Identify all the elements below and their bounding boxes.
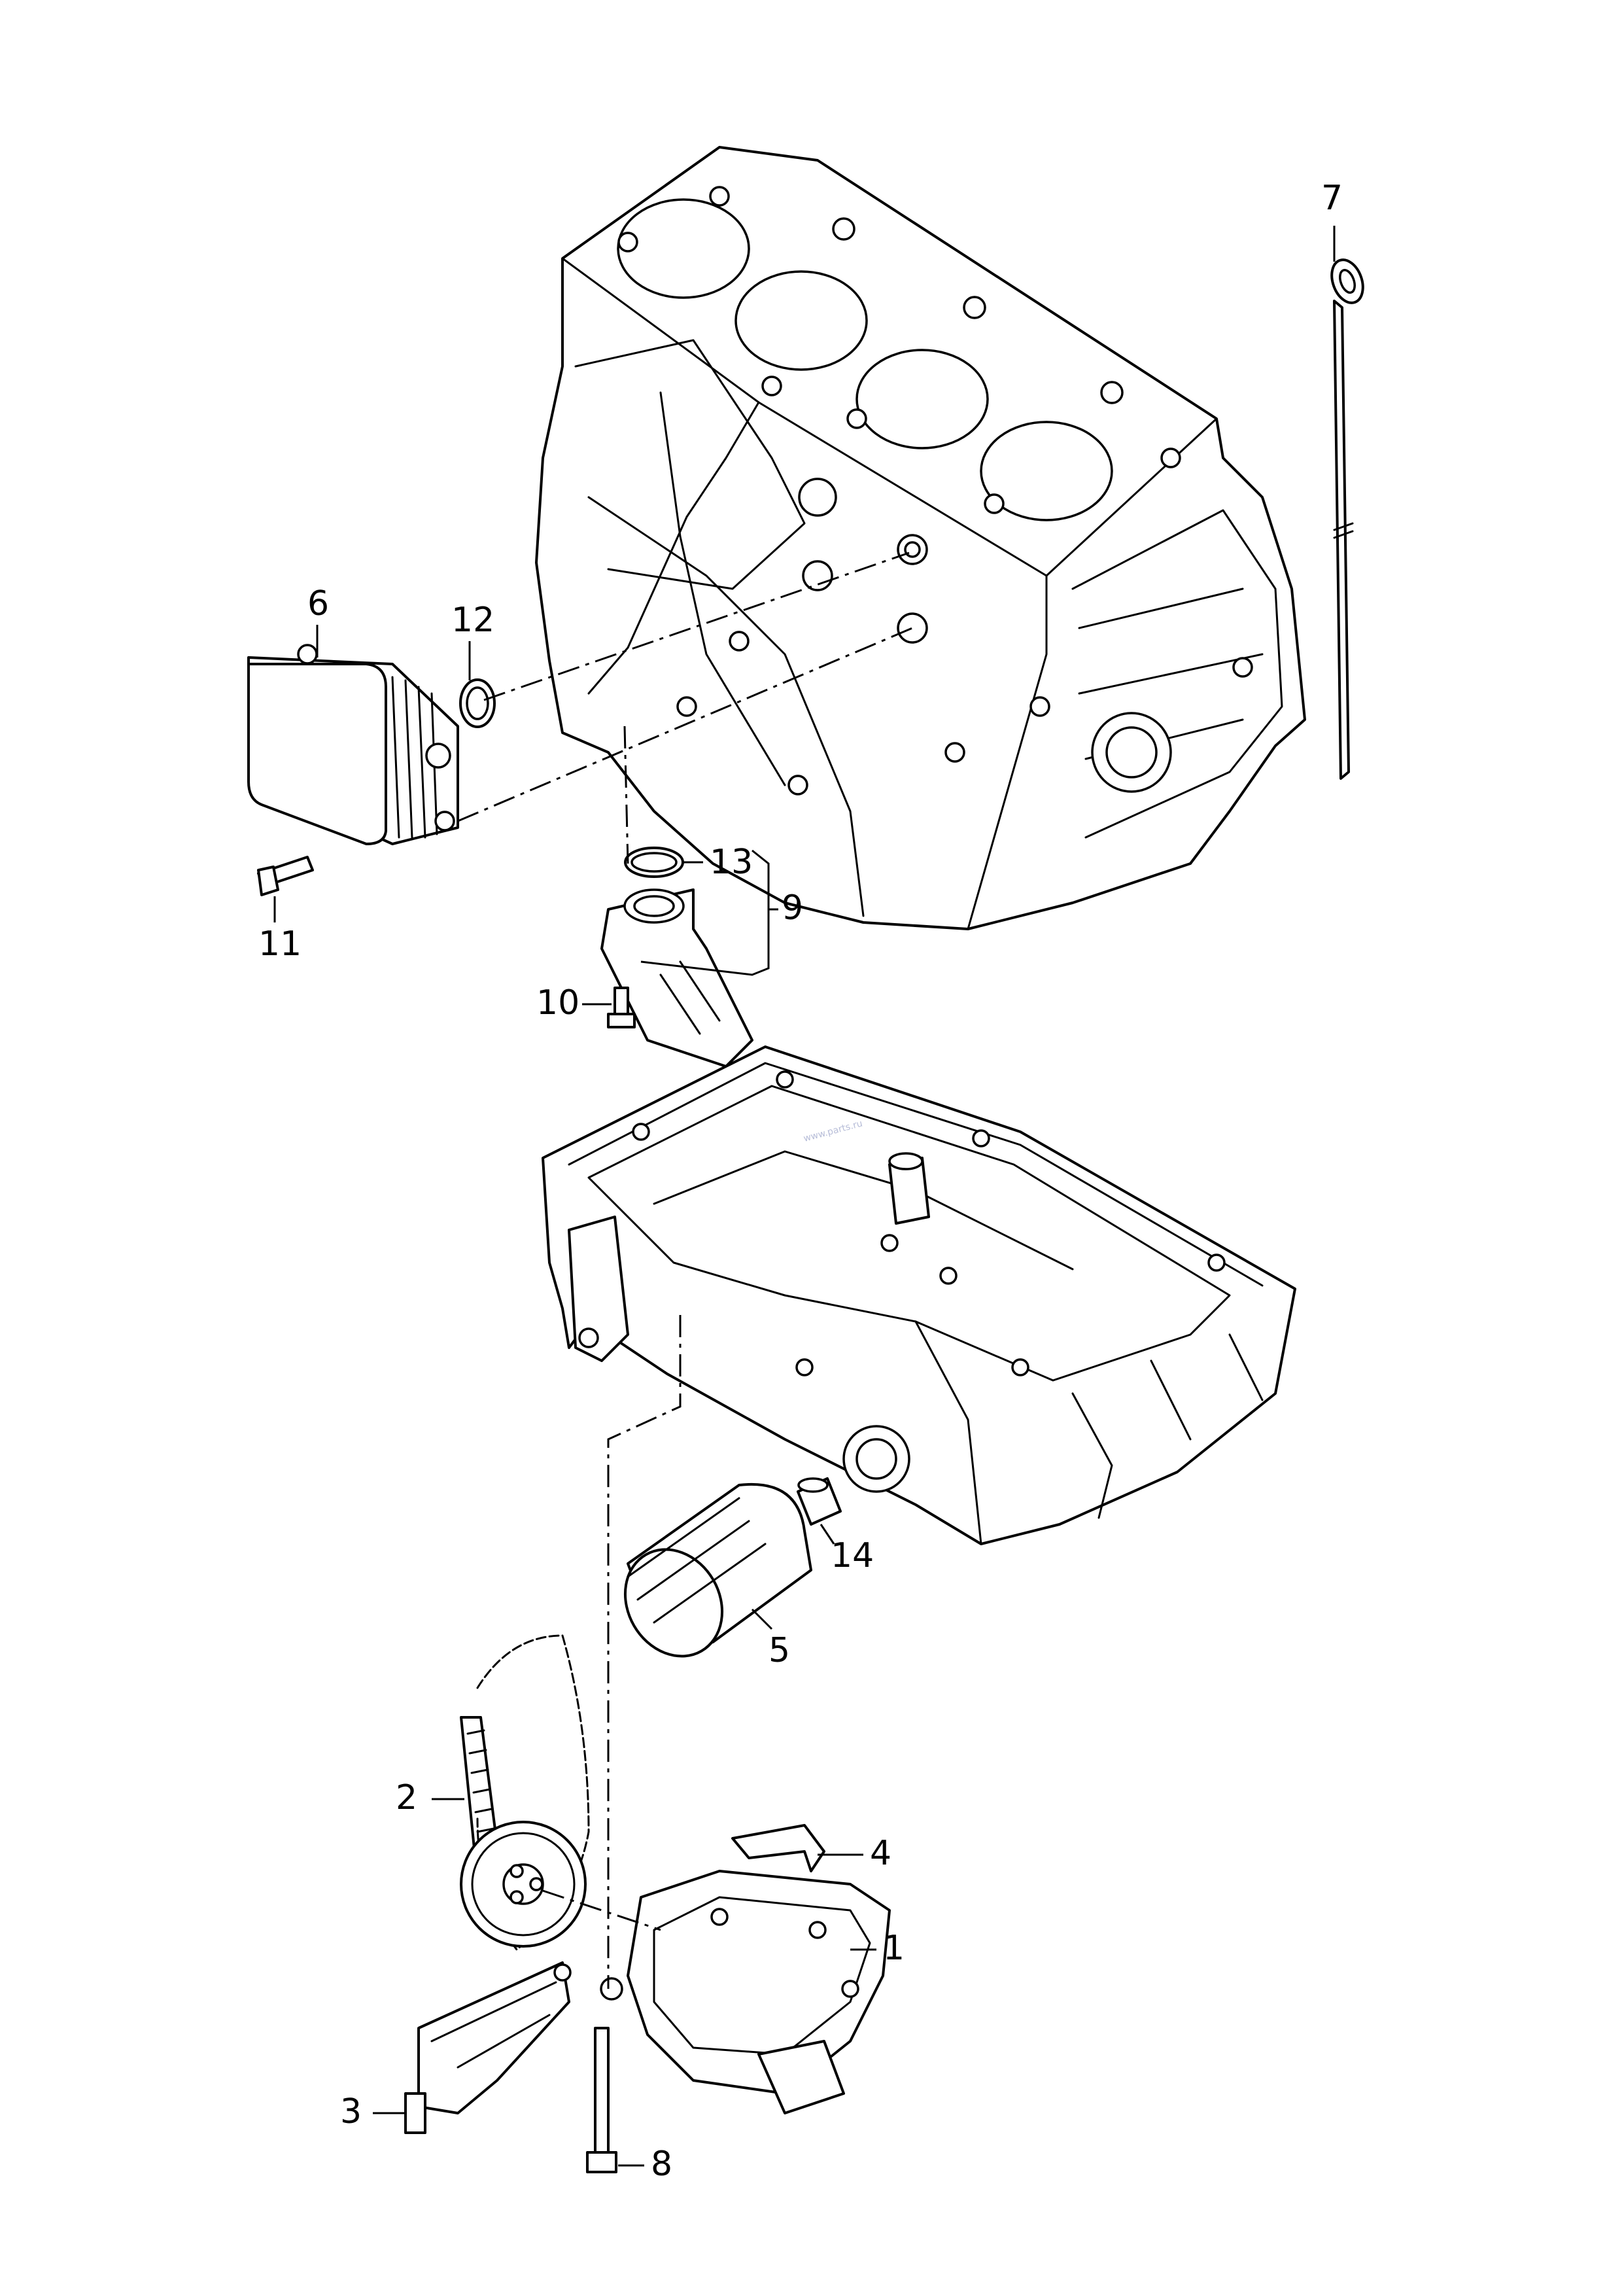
oil-filter <box>623 1482 812 1658</box>
oil-pickup-pipe <box>600 888 753 1068</box>
cover-bolt <box>404 2092 426 2134</box>
pickup-bolt <box>607 987 636 1028</box>
callout-3: 3 <box>340 2092 362 2131</box>
oil-cooler-seal <box>459 678 496 728</box>
leader-lines <box>273 226 1336 2167</box>
callout-12: 12 <box>451 601 494 640</box>
oil-cooler-bolt <box>257 856 314 896</box>
oil-cooler <box>247 644 459 845</box>
pump-clip <box>731 1824 825 1872</box>
callout-10: 10 <box>536 983 579 1023</box>
alignment-lines <box>457 552 913 1989</box>
o-ring <box>624 847 684 878</box>
callout-11: 11 <box>258 924 302 964</box>
callout-13: 13 <box>710 843 753 882</box>
callout-2: 2 <box>396 1778 417 1817</box>
callout-6: 6 <box>307 584 329 623</box>
callout-7: 7 <box>1321 179 1343 218</box>
pump-sprocket <box>460 1821 587 1948</box>
filter-adapter <box>797 1477 842 1526</box>
callout-labels: 1 2 3 4 5 6 7 8 9 10 11 12 13 14 <box>258 179 1343 2184</box>
oil-pan: www.parts.ru <box>542 1045 1296 1545</box>
callout-1: 1 <box>883 1929 905 1968</box>
engine-block <box>535 146 1306 930</box>
callout-5: 5 <box>769 1631 790 1670</box>
callout-14: 14 <box>831 1536 874 1575</box>
callout-8: 8 <box>651 2145 672 2184</box>
pump-cover <box>417 1961 572 2114</box>
oil-dipstick <box>1330 258 1364 780</box>
callout-9: 9 <box>782 888 803 928</box>
oil-pump <box>600 1870 891 2114</box>
callout-4: 4 <box>870 1834 891 1873</box>
pump-bolt <box>586 2027 617 2173</box>
